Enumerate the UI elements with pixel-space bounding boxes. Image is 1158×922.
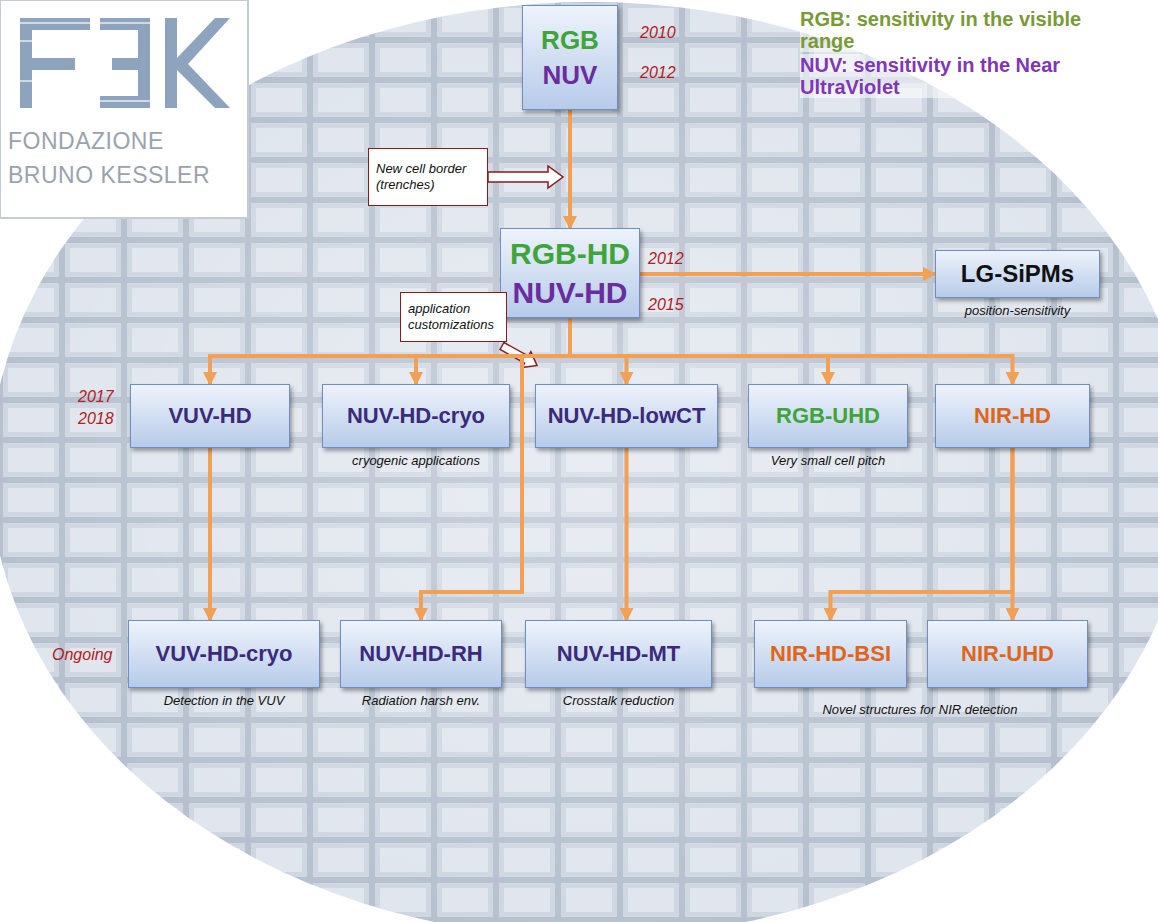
box-title: NUV-HD-MT [557, 642, 680, 666]
year-label: 2015 [648, 296, 684, 314]
variant-box: NIR-HD [935, 384, 1090, 448]
callout-note: New cell border (trenches) [368, 148, 488, 206]
box-caption: Crosstalk reduction [563, 693, 674, 708]
callout-note: application customizations [400, 292, 507, 342]
year-label: 2017 [78, 388, 114, 406]
box-title: NUV-HD-cryo [347, 404, 485, 428]
flow-arrow [208, 448, 212, 620]
box-title: VUV-HD-cryo [156, 642, 293, 666]
box-title: VUV-HD [168, 404, 251, 428]
callout-text: New cell border (trenches) [376, 161, 480, 194]
flow-arrow [570, 318, 828, 384]
flow-arrow [1011, 448, 1015, 620]
logo-text: FONDAZIONE [8, 128, 164, 155]
flow-arrow [210, 318, 570, 384]
variant-box: VUV-HD-cryoDetection in the VUV [128, 620, 320, 688]
callout-text: application customizations [408, 301, 499, 334]
legend-note: NUV: sensitivity in the Near UltraViolet [800, 54, 1082, 98]
variant-box: VUV-HD [130, 384, 290, 448]
box-title: NIR-HD [974, 404, 1051, 428]
variant-box: LG-SiPMsposition-sensitivity [935, 250, 1100, 298]
generation-box: RGB-HD NUV-HD [500, 228, 640, 318]
legend-note: RGB: sensitivity in the visible range [800, 8, 1082, 52]
year-label: 2012 [648, 250, 684, 268]
variant-box: NIR-HD-BSI [754, 620, 907, 688]
box-caption: Radiation harsh env. [362, 693, 480, 708]
box-title: RGB [541, 26, 599, 55]
variant-box: NUV-HD-lowCT [535, 384, 718, 448]
group-caption: Novel structures for NIR detection [822, 702, 1017, 717]
flow-arrow [625, 448, 629, 620]
status-label: Ongoing [52, 646, 113, 664]
flow-arrow [570, 318, 627, 384]
box-title: RGB-UHD [776, 404, 880, 428]
flow-arrow [640, 272, 935, 276]
logo-text: BRUNO KESSLER [8, 162, 210, 189]
box-caption: Very small cell pitch [771, 453, 885, 468]
generation-box: RGB NUV [522, 5, 618, 110]
flow-arrow [568, 110, 572, 228]
flow-arrow [421, 318, 570, 620]
box-caption: position-sensitivity [965, 303, 1071, 318]
box-title: NUV-HD [512, 276, 627, 309]
box-title: LG-SiPMs [961, 261, 1074, 287]
box-caption: Detection in the VUV [164, 693, 285, 708]
variant-box: NUV-HD-MTCrosstalk reduction [525, 620, 712, 688]
year-label: 2012 [640, 64, 676, 82]
box-title: NUV-HD-RH [359, 642, 482, 666]
flow-arrow [570, 318, 1013, 384]
variant-box: NUV-HD-RHRadiation harsh env. [340, 620, 502, 688]
year-label: 2018 [78, 410, 114, 428]
box-title: NUV [543, 61, 598, 90]
year-label: 2010 [640, 24, 676, 42]
box-title: RGB-HD [510, 237, 630, 270]
variant-box: NIR-UHD [927, 620, 1088, 688]
box-title: NUV-HD-lowCT [548, 404, 706, 428]
box-caption: cryogenic applications [352, 453, 480, 468]
variant-box: RGB-UHDVery small cell pitch [748, 384, 908, 448]
variant-box: NUV-HD-cryocryogenic applications [322, 384, 510, 448]
box-title: NIR-HD-BSI [770, 642, 891, 666]
flow-arrow [831, 448, 1013, 620]
box-title: NIR-UHD [961, 642, 1054, 666]
